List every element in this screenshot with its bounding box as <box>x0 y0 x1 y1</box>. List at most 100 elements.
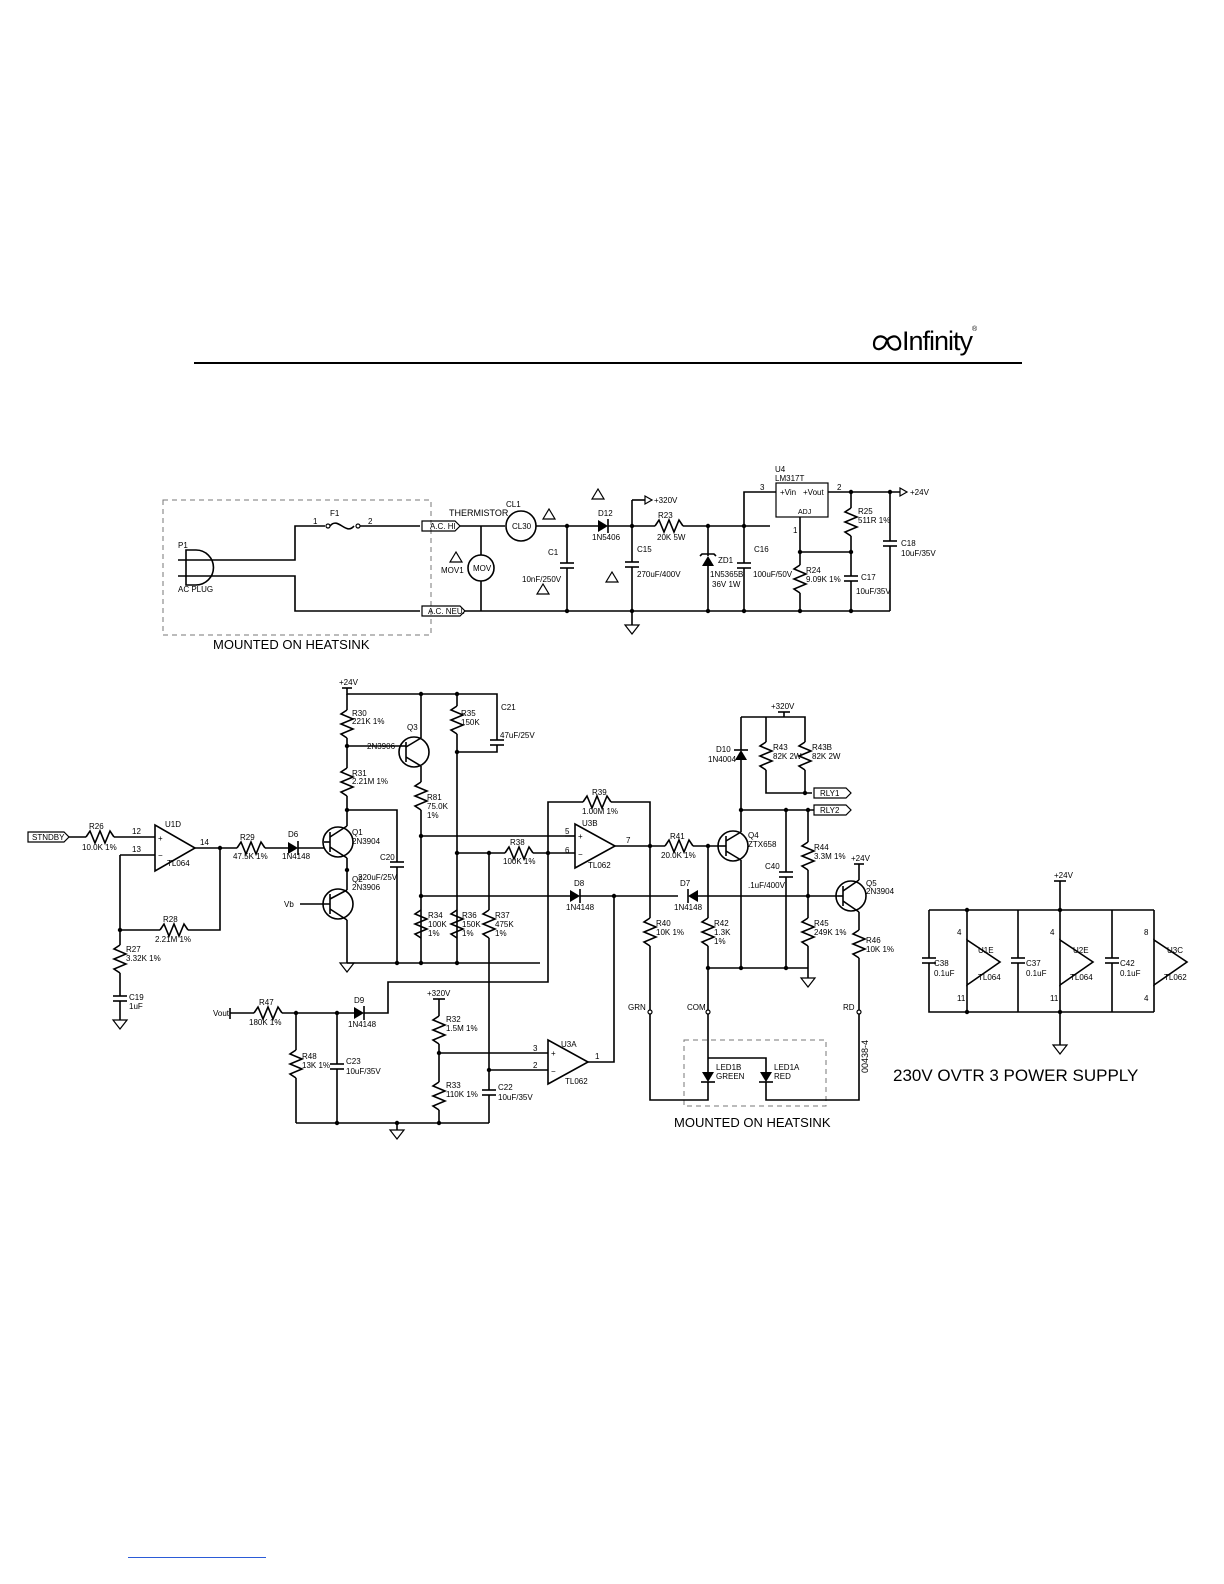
svg-text:F1: F1 <box>330 509 340 518</box>
svg-text:1uF: 1uF <box>129 1002 143 1011</box>
warning-icon <box>541 507 557 520</box>
svg-text:U1D: U1D <box>165 820 181 829</box>
svg-text:0.1uF: 0.1uF <box>1120 969 1141 978</box>
svg-text:C1: C1 <box>548 548 559 557</box>
footer-link-line <box>128 1557 266 1558</box>
warning-icon <box>448 550 464 563</box>
u3a-opamp <box>547 1038 590 1086</box>
warning-icon <box>590 487 606 500</box>
svg-text:1: 1 <box>313 517 318 526</box>
r40-resistor <box>641 917 659 947</box>
svg-text:MOV: MOV <box>473 564 492 573</box>
ac-input-section: MOUNTED ON HEATSINK P1 AC PLUG F1 1 2 A.… <box>162 465 936 652</box>
svg-text:47uF/25V: 47uF/25V <box>500 731 535 740</box>
q3-transistor <box>398 736 430 768</box>
svg-text:10K 1%: 10K 1% <box>866 945 894 954</box>
svg-text:MOV1: MOV1 <box>441 566 464 575</box>
p1-label: P1 <box>178 541 188 550</box>
svg-text:CL1: CL1 <box>506 500 521 509</box>
svg-text:TL062: TL062 <box>1164 973 1187 982</box>
svg-text:10.0K 1%: 10.0K 1% <box>82 843 117 852</box>
ground-icon <box>1051 1044 1069 1055</box>
svg-text:2.21M 1%: 2.21M 1% <box>155 935 191 944</box>
svg-text:Q2: Q2 <box>352 875 363 884</box>
heatsink-box-bottom <box>683 1039 827 1107</box>
d9-diode-symbol <box>354 1007 364 1019</box>
svg-text:C21: C21 <box>501 703 516 712</box>
svg-text:R34: R34 <box>428 911 443 920</box>
svg-text:Q5: Q5 <box>866 879 877 888</box>
svg-text:1%: 1% <box>462 929 474 938</box>
svg-text:110K 1%: 110K 1% <box>446 1090 478 1099</box>
ac-neu-connector <box>421 605 466 617</box>
svg-text:A.C. NEU.: A.C. NEU. <box>428 607 465 616</box>
svg-text:1%: 1% <box>428 929 440 938</box>
svg-text:RLY1: RLY1 <box>820 789 840 798</box>
svg-text:Vout: Vout <box>213 1009 230 1018</box>
d8-diode-symbol <box>570 890 580 902</box>
svg-text:R43: R43 <box>773 743 788 752</box>
svg-text:1%: 1% <box>427 811 439 820</box>
svg-text:10uF/35V: 10uF/35V <box>901 549 936 558</box>
svg-text:RLY2: RLY2 <box>820 806 840 815</box>
svg-text:RED: RED <box>774 1072 791 1081</box>
svg-text:LM317T: LM317T <box>775 474 804 483</box>
svg-text:10K 1%: 10K 1% <box>656 928 684 937</box>
svg-text:C23: C23 <box>346 1057 361 1066</box>
svg-text:1.3K: 1.3K <box>714 928 731 937</box>
svg-text:9.09K 1%: 9.09K 1% <box>806 575 841 584</box>
svg-text:R43B: R43B <box>812 743 832 752</box>
r43b-resistor <box>796 741 814 771</box>
acplug-label: AC PLUG <box>178 585 213 594</box>
r43-resistor <box>757 741 775 771</box>
svg-text:C19: C19 <box>129 993 144 1002</box>
r41-resistor <box>664 837 694 855</box>
svg-text:LED1A: LED1A <box>774 1063 800 1072</box>
svg-text:R47: R47 <box>259 998 274 1007</box>
svg-text:R38: R38 <box>510 838 525 847</box>
svg-text:150K: 150K <box>461 718 480 727</box>
svg-text:1N4148: 1N4148 <box>348 1020 377 1029</box>
svg-text:U3A: U3A <box>561 1040 577 1049</box>
ground-icon <box>111 1019 129 1030</box>
ground-icon <box>799 977 817 988</box>
svg-text:4: 4 <box>1144 994 1149 1003</box>
svg-text:82K 2W: 82K 2W <box>812 752 841 761</box>
header-rule <box>194 362 1022 364</box>
svg-text:2: 2 <box>837 483 842 492</box>
svg-text:D12: D12 <box>598 509 613 518</box>
led1b-symbol <box>702 1072 714 1082</box>
svg-text:82K 2W: 82K 2W <box>773 752 802 761</box>
warning-icon <box>604 570 620 583</box>
svg-text:R26: R26 <box>89 822 104 831</box>
svg-text:CL30: CL30 <box>512 522 532 531</box>
svg-text:221K 1%: 221K 1% <box>352 717 384 726</box>
svg-text:1N4004: 1N4004 <box>708 755 737 764</box>
svg-text:C37: C37 <box>1026 959 1041 968</box>
r26-resistor <box>85 828 115 846</box>
svg-text:R23: R23 <box>658 511 673 520</box>
svg-text:2N3904: 2N3904 <box>352 837 381 846</box>
svg-text:+Vout: +Vout <box>803 488 824 497</box>
svg-text:Vb: Vb <box>284 900 294 909</box>
svg-text:4: 4 <box>957 928 962 937</box>
r81-resistor <box>412 781 430 811</box>
r45-resistor <box>799 917 817 947</box>
svg-text:R44: R44 <box>814 843 829 852</box>
svg-text:−: − <box>551 1067 556 1076</box>
rly1-connector <box>813 787 852 799</box>
svg-text:1.5M 1%: 1.5M 1% <box>446 1024 478 1033</box>
u2e-opamp <box>1059 938 1095 987</box>
svg-text:R30: R30 <box>352 709 367 718</box>
svg-text:C18: C18 <box>901 539 916 548</box>
d7-diode-symbol <box>688 890 698 902</box>
svg-text:A.C. HI: A.C. HI <box>430 522 456 531</box>
svg-text:220uF/25V: 220uF/25V <box>358 873 398 882</box>
stndby-connector <box>27 831 70 843</box>
svg-text:11: 11 <box>1050 994 1059 1003</box>
svg-text:+: + <box>158 834 163 843</box>
svg-text:10nF/250V: 10nF/250V <box>522 575 562 584</box>
svg-text:20.0K 1%: 20.0K 1% <box>661 851 696 860</box>
